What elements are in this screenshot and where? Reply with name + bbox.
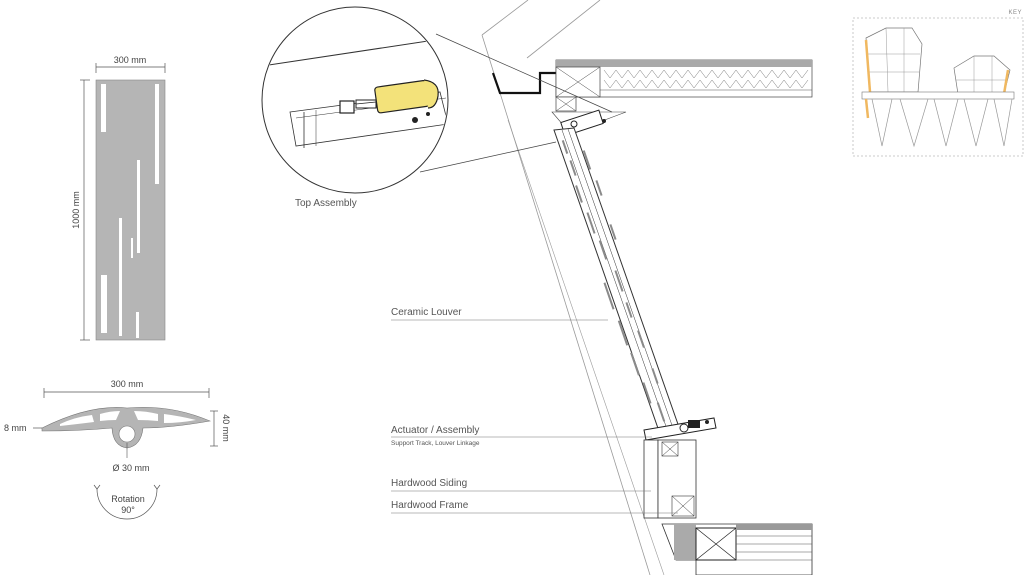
leader-labels: Ceramic Louver Actuator / Assembly Suppo… — [391, 307, 678, 514]
panel-slot — [155, 84, 159, 184]
hardwood-frame-label: Hardwood Frame — [391, 500, 469, 511]
louver-panel — [95, 79, 166, 341]
panel-slot — [101, 84, 106, 132]
profile-diameter-label: Ø 30 mm — [112, 463, 149, 473]
actuator-label: Actuator / Assembly — [391, 425, 479, 436]
top-assembly-callout: Top Assembly — [261, 6, 613, 209]
profile-edge-label: 8 mm — [4, 423, 27, 433]
panel-height-label: 1000 mm — [71, 191, 81, 229]
panel-width-label: 300 mm — [114, 55, 147, 65]
key-highlight-right — [1002, 69, 1010, 95]
key-label: KEY — [1008, 10, 1022, 16]
profile-width-label: 300 mm — [111, 379, 144, 389]
profile-depth-label: 40 mm — [221, 414, 231, 442]
actuator-sub-label: Support Track, Louver Linkage — [391, 440, 480, 447]
ceramic-louver-slats — [561, 140, 666, 422]
rotation-label: Rotation — [111, 494, 145, 504]
hardwood-siding — [643, 439, 659, 519]
gutter-flashing — [491, 71, 556, 95]
hardwood-siding-label: Hardwood Siding — [391, 478, 467, 489]
key-highlight-left — [864, 39, 872, 93]
louver-panel-elevation: 300 mm 1000 mm — [71, 55, 166, 341]
ceramic-louver-label: Ceramic Louver — [391, 307, 462, 318]
louver-profile-section: 300 mm 40 mm 8 mm Ø 30 mm Rotation 90° — [4, 379, 231, 520]
rotation-value: 90° — [121, 505, 135, 515]
rotation-arc — [96, 488, 158, 520]
panel-slot — [119, 218, 122, 336]
pivot-hole — [118, 425, 136, 443]
facade-section — [481, 0, 813, 575]
envelope-outline-outer — [481, 0, 529, 36]
envelope-outline-inner — [526, 0, 601, 59]
actuator-assembly — [643, 417, 717, 441]
key-highlight-lower — [864, 98, 870, 119]
panel-slot — [131, 238, 133, 258]
panel-slot — [136, 312, 139, 338]
key-plan: KEY — [852, 10, 1024, 157]
magnifier-circle — [261, 6, 449, 194]
panel-slot — [101, 275, 107, 333]
floor-assembly — [661, 523, 813, 575]
louver-frame — [553, 127, 681, 435]
panel-slot — [137, 160, 140, 253]
roof-insulation — [603, 69, 809, 79]
top-assembly-label: Top Assembly — [295, 198, 357, 209]
